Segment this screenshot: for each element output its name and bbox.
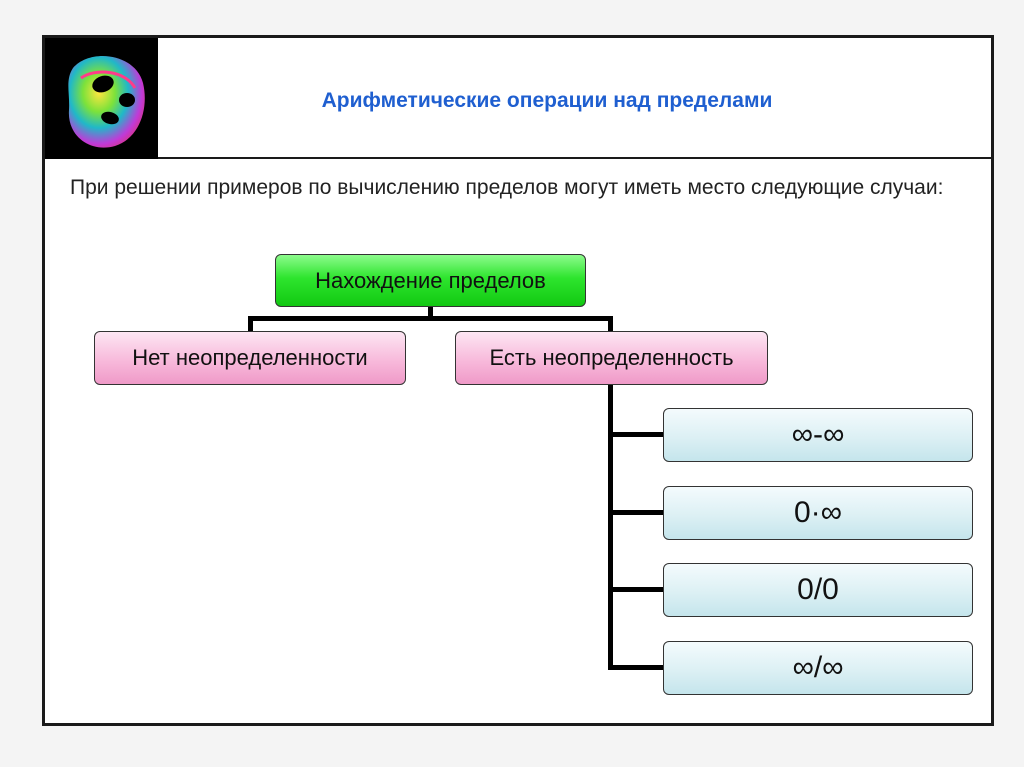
case-inf-over-inf: ∞/∞ bbox=[663, 641, 973, 695]
connector-horizontal bbox=[248, 316, 613, 321]
title-divider bbox=[158, 157, 991, 159]
case-zero-times-inf: 0·∞ bbox=[663, 486, 973, 540]
no-indeterminacy-node: Нет неопределенности bbox=[94, 331, 406, 385]
case-zero-over-zero: 0/0 bbox=[663, 563, 973, 617]
connector-cases-trunk bbox=[608, 385, 613, 670]
case-inf-minus-inf: ∞-∞ bbox=[663, 408, 973, 462]
connector-case-2 bbox=[608, 510, 664, 515]
connector-right-down bbox=[608, 316, 613, 332]
connector-case-1 bbox=[608, 432, 664, 437]
intro-text: При решении примеров по вычислению преде… bbox=[70, 172, 986, 203]
indeterminacy-node: Есть неопределенность bbox=[455, 331, 768, 385]
slide-title: Арифметические операции над пределами bbox=[45, 89, 991, 113]
connector-left-down bbox=[248, 316, 253, 332]
connector-case-4 bbox=[608, 665, 664, 670]
connector-case-3 bbox=[608, 587, 664, 592]
root-node: Нахождение пределов bbox=[275, 254, 586, 307]
